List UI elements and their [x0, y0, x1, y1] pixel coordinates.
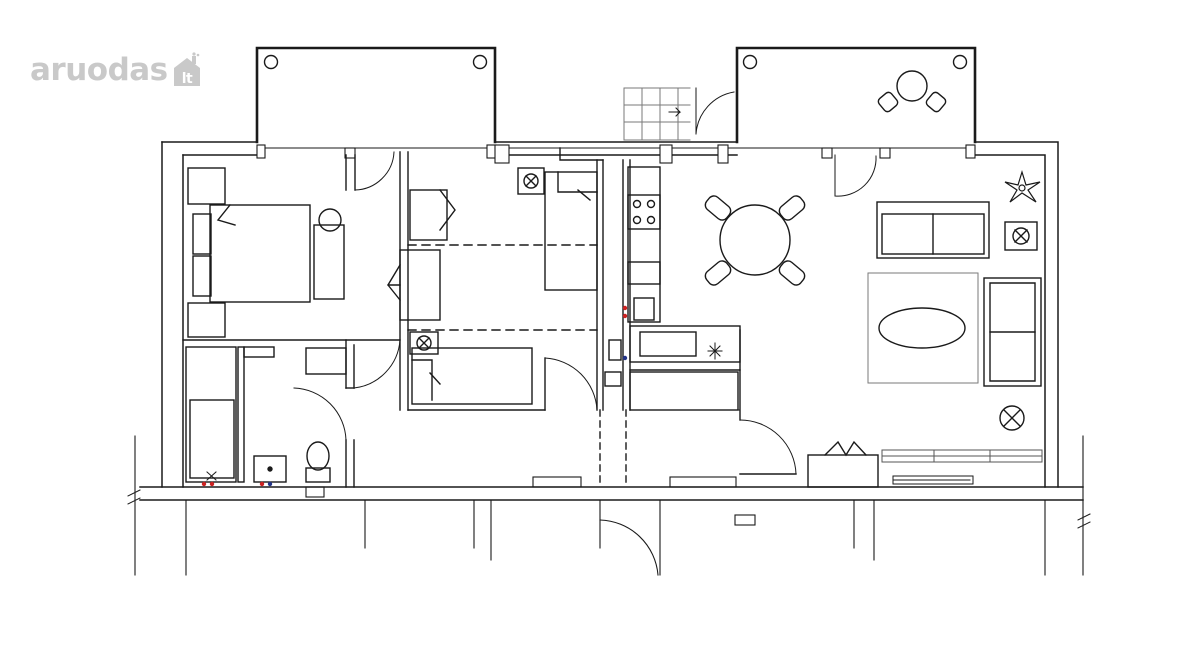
dining-set-icon [704, 195, 806, 286]
watermark-brand: aruodas [30, 52, 168, 88]
windows-top [256, 144, 976, 164]
entrance-door [599, 499, 661, 576]
stairs [623, 87, 691, 141]
stove-burner-icon [627, 194, 661, 230]
bed-icon-2 [544, 171, 598, 291]
kitchen-counter-2 [629, 325, 741, 363]
toilet-icon [305, 441, 331, 483]
interior-walls [182, 147, 797, 488]
radiator-icon-2 [409, 331, 439, 355]
sofa-icon [876, 201, 990, 259]
bathtub [185, 346, 237, 483]
dresser [313, 224, 345, 300]
aruodas-watermark: aruodas lt [30, 52, 204, 88]
bed-icon-3 [411, 347, 533, 405]
plant-small-icon [707, 342, 723, 360]
tv-cabinet [807, 440, 879, 488]
counter [627, 166, 661, 323]
bottom-wall-details [305, 476, 737, 498]
bed-icon [192, 204, 311, 303]
bedroom-1 [187, 167, 345, 338]
balcony-table-icon [877, 70, 947, 113]
bedroom-2 [387, 167, 598, 405]
watermark-suffix: lt [181, 71, 192, 87]
balcony-door-arc [695, 87, 735, 135]
balcony-right [735, 46, 977, 144]
kitchen-sink [633, 297, 655, 321]
rug [867, 272, 979, 384]
living-room [807, 169, 1043, 488]
sofa-icon-2 [983, 277, 1042, 387]
radiator-icon [517, 167, 545, 195]
floor-lamp-icon [999, 405, 1025, 431]
washer [305, 347, 347, 375]
exterior-walls [139, 141, 1084, 501]
balcony-left [255, 46, 497, 144]
bathroom [185, 346, 347, 487]
side-table [1004, 221, 1038, 251]
living-door-arc [834, 154, 877, 197]
nightstand-1 [187, 167, 226, 205]
plant-icon [1004, 169, 1041, 203]
foundation-lines [127, 435, 1091, 576]
nightstand-2 [187, 302, 226, 338]
kitchen [604, 166, 741, 411]
coffee-table [878, 307, 966, 349]
shaft [604, 371, 622, 387]
shelf [409, 189, 448, 241]
watermark-house-icon: lt [170, 52, 204, 88]
